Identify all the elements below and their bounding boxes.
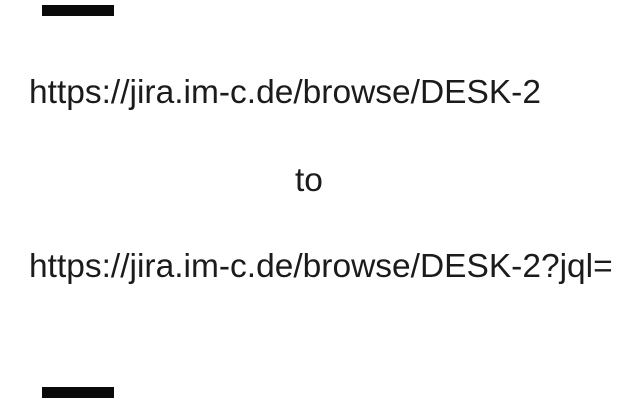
clipped-text-artifact-bottom — [42, 387, 114, 398]
target-url-text: https://jira.im-c.de/browse/DESK-2?jql= — [29, 248, 613, 285]
connector-text: to — [295, 162, 323, 199]
source-url-text: https://jira.im-c.de/browse/DESK-2 — [29, 74, 541, 111]
clipped-text-artifact-top — [42, 5, 114, 16]
